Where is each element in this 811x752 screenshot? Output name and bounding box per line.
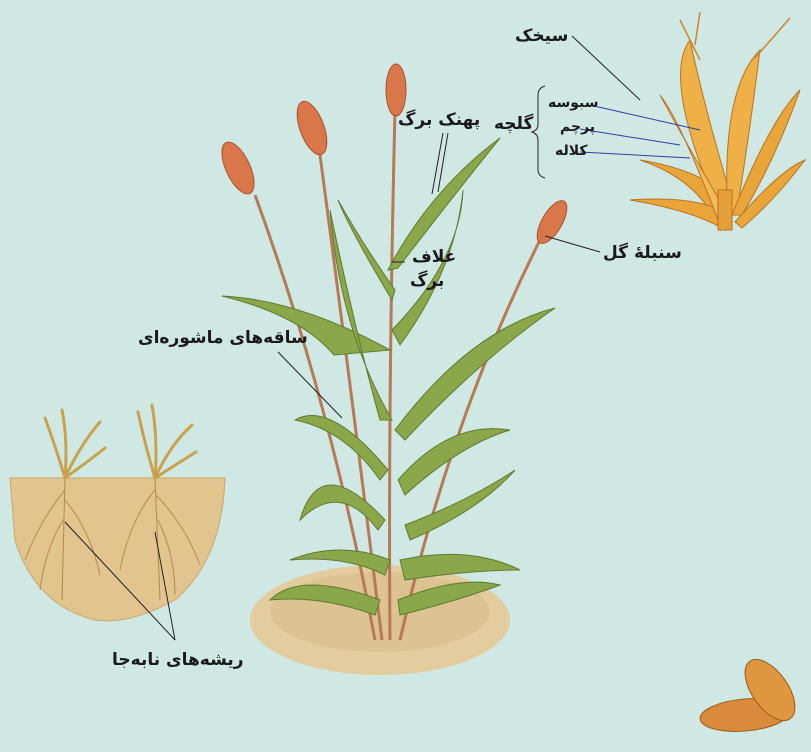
- label-tillers: ساقه‌های ماشوره‌ای: [138, 328, 308, 348]
- label-awn: سیخک: [515, 26, 568, 46]
- seedlings: [45, 405, 196, 478]
- floret-closeup: [630, 12, 805, 230]
- label-stigma: کلاله: [555, 143, 588, 159]
- label-adventitious-roots: ریشه‌های نابه‌جا: [112, 650, 244, 670]
- leader-blade-2: [438, 133, 448, 192]
- label-spikelet: گلچه: [494, 114, 533, 134]
- label-flower-spike: سنبلهٔ گل: [603, 243, 682, 263]
- floret-brace: [532, 86, 545, 178]
- grains: [699, 651, 805, 735]
- label-lemma: سبوسه: [548, 95, 599, 111]
- label-leaf-blade: پهنک برگ: [398, 110, 480, 130]
- leader-spike: [545, 236, 600, 252]
- label-leaf-sheath-1: غلاف: [412, 247, 456, 267]
- leader-awn: [572, 36, 640, 100]
- root-section: [10, 478, 225, 621]
- label-leaf-sheath-2: برگ: [410, 271, 444, 291]
- leader-blade-1: [432, 133, 443, 194]
- label-stamen: پرچم: [560, 119, 595, 135]
- leader-stigma: [580, 152, 690, 158]
- leader-lines-blue: [580, 106, 700, 158]
